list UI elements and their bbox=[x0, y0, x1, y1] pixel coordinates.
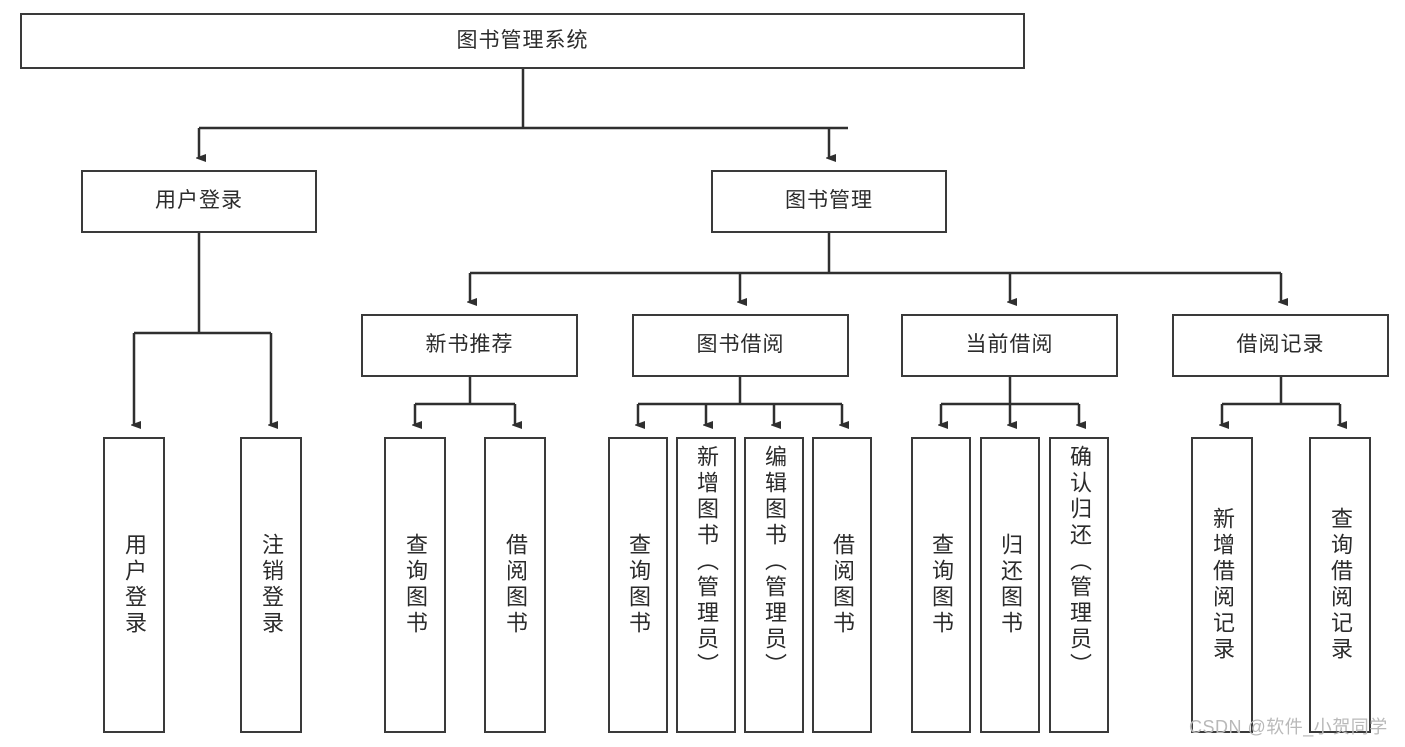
node-leaf-query-record[interactable]: 查询借阅记录 bbox=[1309, 437, 1371, 733]
watermark: CSDN @软件_小贺同学 bbox=[1189, 717, 1388, 737]
node-label: 当前借阅 bbox=[965, 333, 1054, 357]
node-leaf-add-record[interactable]: 新增借阅记录 bbox=[1191, 437, 1253, 733]
node-label: 注销登录 bbox=[259, 533, 284, 637]
node-label: 查询借阅记录 bbox=[1328, 507, 1353, 663]
node-label: 图书管理系统 bbox=[456, 28, 589, 52]
node-label: 图书管理 bbox=[785, 189, 873, 213]
node-leaf-confirm-return[interactable]: 确认归还（管理员） bbox=[1049, 437, 1109, 733]
node-leaf-query-book-1[interactable]: 查询图书 bbox=[384, 437, 446, 733]
node-label: 图书借阅 bbox=[696, 333, 785, 357]
node-label: 用户登录 bbox=[155, 189, 243, 213]
node-label: 借阅图书 bbox=[503, 533, 528, 637]
node-leaf-logout-login[interactable]: 注销登录 bbox=[240, 437, 302, 733]
node-leaf-return-book[interactable]: 归还图书 bbox=[980, 437, 1040, 733]
node-leaf-query-book-2[interactable]: 查询图书 bbox=[608, 437, 668, 733]
node-leaf-borrow-book-2[interactable]: 借阅图书 bbox=[812, 437, 872, 733]
node-label: 新增图书（管理员） bbox=[694, 445, 719, 679]
node-label: 编辑图书（管理员） bbox=[762, 445, 787, 679]
node-label: 查询图书 bbox=[929, 533, 954, 637]
node-book-management[interactable]: 图书管理 bbox=[711, 170, 947, 233]
node-label: 用户登录 bbox=[122, 533, 147, 637]
node-borrow-record[interactable]: 借阅记录 bbox=[1172, 314, 1389, 377]
node-label: 查询图书 bbox=[626, 533, 651, 637]
node-leaf-query-book-3[interactable]: 查询图书 bbox=[911, 437, 971, 733]
node-label: 新增借阅记录 bbox=[1210, 507, 1235, 663]
node-label: 借阅记录 bbox=[1236, 333, 1325, 357]
node-new-book-recommend[interactable]: 新书推荐 bbox=[361, 314, 578, 377]
node-label: 归还图书 bbox=[998, 533, 1023, 637]
node-user-login[interactable]: 用户登录 bbox=[81, 170, 317, 233]
node-current-borrow[interactable]: 当前借阅 bbox=[901, 314, 1118, 377]
node-leaf-user-login[interactable]: 用户登录 bbox=[103, 437, 165, 733]
node-label: 确认归还（管理员） bbox=[1067, 445, 1092, 679]
node-label: 新书推荐 bbox=[425, 333, 514, 357]
node-label: 查询图书 bbox=[403, 533, 428, 637]
node-label: 借阅图书 bbox=[830, 533, 855, 637]
node-book-borrow[interactable]: 图书借阅 bbox=[632, 314, 849, 377]
node-leaf-edit-book[interactable]: 编辑图书（管理员） bbox=[744, 437, 804, 733]
node-book-management-system[interactable]: 图书管理系统 bbox=[20, 13, 1025, 69]
node-leaf-add-book[interactable]: 新增图书（管理员） bbox=[676, 437, 736, 733]
node-leaf-borrow-book-1[interactable]: 借阅图书 bbox=[484, 437, 546, 733]
